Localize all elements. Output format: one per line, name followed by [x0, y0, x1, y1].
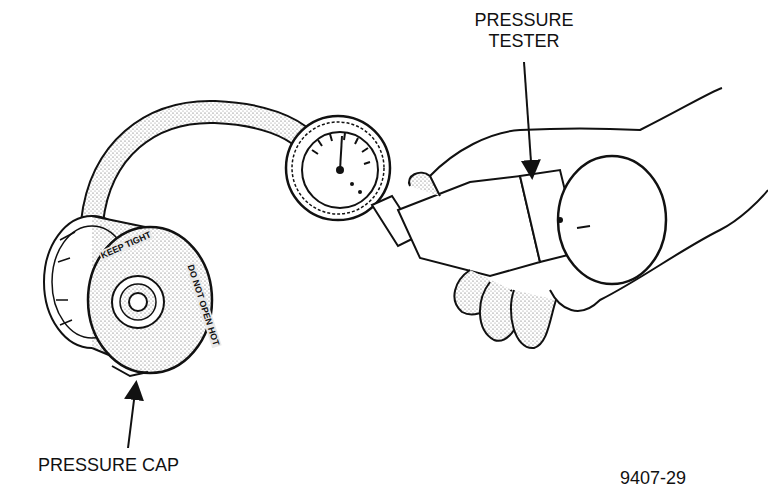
part-name: PRESSURE CAP — [38, 455, 238, 476]
figure-number: 9407-29 — [620, 468, 740, 489]
part-name: PRESSURE TESTER — [468, 10, 580, 51]
